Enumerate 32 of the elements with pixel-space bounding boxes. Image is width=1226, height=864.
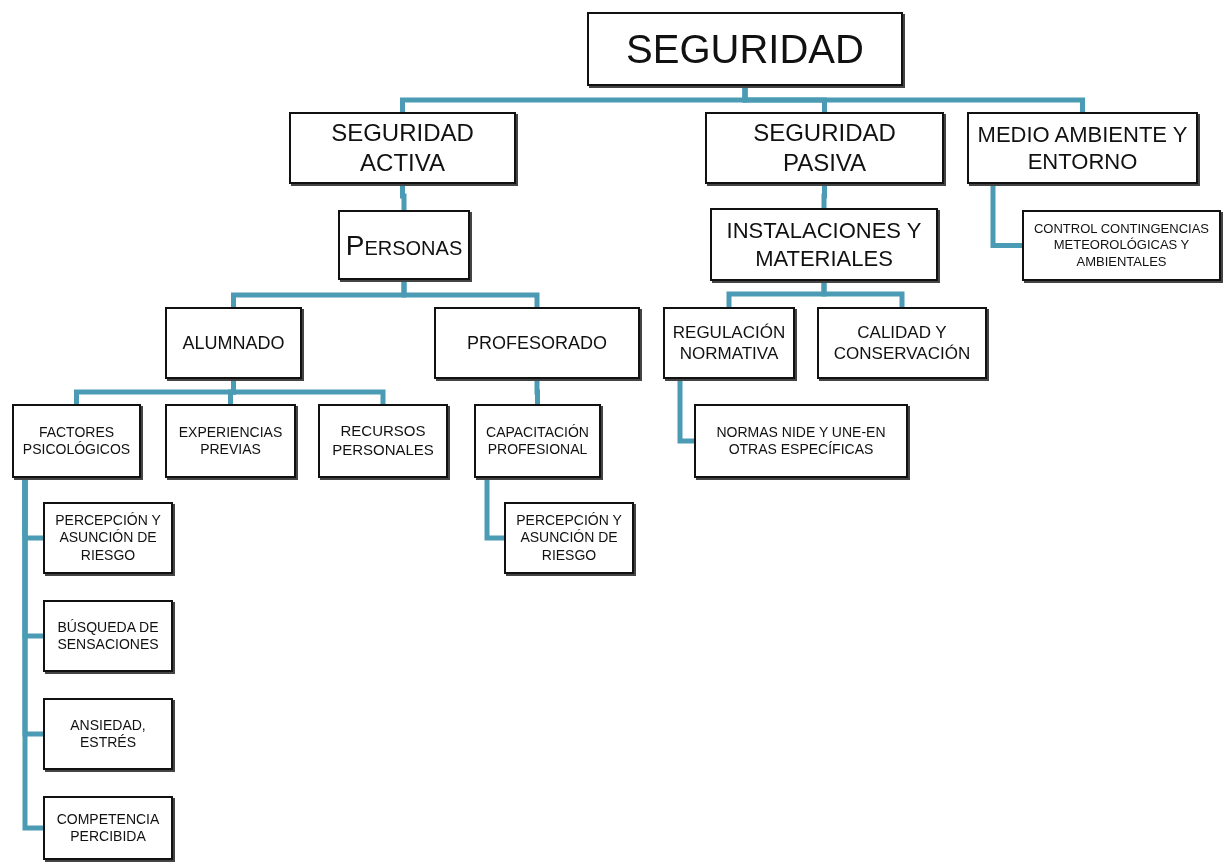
concept-box: CAPACITACIÓN PROFESIONAL bbox=[474, 404, 601, 478]
connector-line bbox=[534, 379, 540, 404]
concept-box: MEDIO AMBIENTE Y ENTORNO bbox=[967, 112, 1198, 184]
concept-box: BÚSQUEDA DE SENSACIONES bbox=[43, 600, 173, 672]
concept-box: SEGURIDAD bbox=[587, 12, 903, 86]
concept-box: ANSIEDAD, ESTRÉS bbox=[43, 698, 173, 770]
concept-box: INSTALACIONES Y MATERIALES bbox=[710, 208, 938, 281]
connector-line bbox=[990, 184, 1022, 248]
connector-line bbox=[742, 86, 1085, 112]
concept-box: NORMAS NIDE Y UNE-EN OTRAS ESPECÍFICAS bbox=[694, 404, 908, 478]
concept-box: RECURSOS PERSONALES bbox=[318, 404, 448, 478]
concept-box: CONTROL CONTINGENCIAS METEOROLÓGICAS Y AMBIENTALES bbox=[1022, 210, 1221, 281]
connector-line bbox=[231, 379, 386, 404]
concept-box: CALIDAD Y CONSERVACIÓN bbox=[817, 307, 987, 379]
concept-box: EXPERIENCIAS PREVIAS bbox=[165, 404, 296, 478]
connector-line bbox=[22, 478, 43, 831]
connector-line bbox=[484, 478, 504, 541]
concept-box: COMPETENCIA PERCIBIDA bbox=[43, 796, 173, 860]
connector-line bbox=[821, 281, 905, 307]
connector-line bbox=[400, 184, 407, 210]
concept-box: PERCEPCIÓN Y ASUNCIÓN DE RIESGO bbox=[504, 502, 634, 574]
concept-box: Personas bbox=[338, 210, 470, 280]
concept-box: SEGURIDAD PASIVA bbox=[705, 112, 944, 184]
concept-box: SEGURIDAD ACTIVA bbox=[289, 112, 516, 184]
concept-box: ALUMNADO bbox=[165, 307, 302, 379]
connector-line bbox=[401, 280, 540, 307]
connector-line bbox=[821, 184, 827, 208]
concept-box: REGULACIÓN NORMATIVA bbox=[663, 307, 795, 379]
concept-box: FACTORES PSICOLÓGICOS bbox=[12, 404, 141, 478]
connector-line bbox=[677, 379, 694, 444]
concept-box: PERCEPCIÓN Y ASUNCIÓN DE RIESGO bbox=[43, 502, 173, 574]
concept-box: PROFESORADO bbox=[434, 307, 640, 379]
